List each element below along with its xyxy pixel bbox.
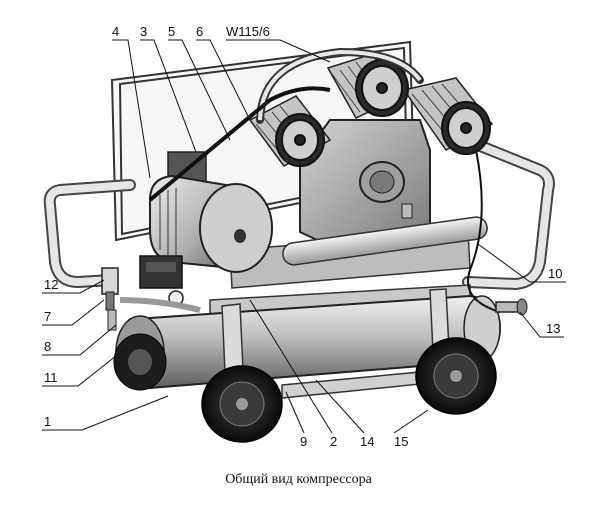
- delivery-pipe: [282, 149, 501, 313]
- callout-leaders: [42, 39, 566, 434]
- callout-2: 2: [330, 434, 338, 449]
- callout-w115-6: W115/6: [226, 24, 270, 39]
- electric-motor: [149, 151, 273, 273]
- callout-7: 7: [44, 309, 52, 324]
- drive-belt: [148, 86, 331, 202]
- callout-6: 6: [196, 24, 204, 39]
- callout-13: 13: [546, 321, 561, 336]
- callout-8: 8: [44, 339, 52, 354]
- right-handle: [462, 139, 555, 291]
- outlet-valve: [495, 298, 528, 316]
- callout-10: 10: [548, 266, 563, 281]
- flywheel: [256, 47, 424, 124]
- pressure-switch: [119, 255, 201, 313]
- callout-5: 5: [168, 24, 176, 39]
- figure-caption: Общий вид компрессора: [225, 472, 372, 487]
- callout-1: 1: [44, 414, 52, 429]
- front-right-wheel: [415, 337, 497, 415]
- safety-valve: [101, 267, 119, 331]
- callout-9: 9: [300, 434, 308, 449]
- callout-4: 4: [112, 24, 120, 39]
- callout-15: 15: [394, 434, 409, 449]
- left-handle: [43, 179, 136, 289]
- pump-block: [299, 119, 431, 248]
- callout-11: 11: [44, 370, 58, 385]
- front-left-wheel: [201, 365, 283, 443]
- callout-3: 3: [140, 24, 148, 39]
- callout-12: 12: [44, 277, 59, 292]
- rear-left-wheel: [113, 333, 167, 391]
- air-filters: [275, 59, 491, 167]
- callout-14: 14: [360, 434, 375, 449]
